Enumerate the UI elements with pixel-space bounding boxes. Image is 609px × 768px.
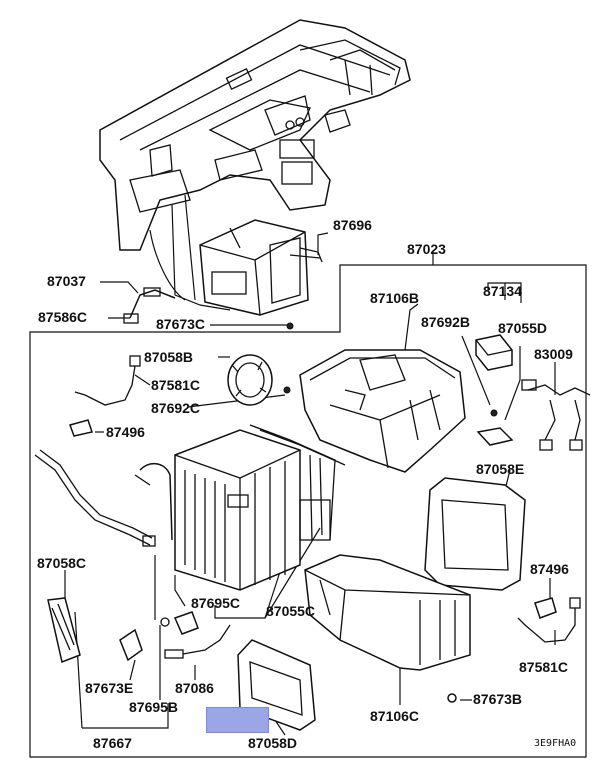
label-87058E: 87058E [476,461,525,477]
label-87695B: 87695B [129,699,179,715]
part-87037-hose [123,287,176,324]
leader-lines [64,232,556,736]
dashboard-illustration [99,19,411,311]
part-87106C-lower-case [304,554,471,671]
label-87055C: 87055C [266,603,316,619]
label-87058C: 87058C [37,555,87,571]
part-87581C-sensor-right [517,597,581,643]
label-87692B: 87692B [421,314,471,330]
part-87496-clip-top [69,419,93,437]
label-87581C-top: 87581C [151,377,201,393]
label-87106C: 87106C [370,708,420,724]
label-87496-right: 87496 [530,561,569,577]
ac-unit-illustration [199,219,323,316]
label-87058B: 87058B [144,349,194,365]
part-87106B-upper-case [299,349,466,473]
part-87086-sensor [164,624,231,659]
label-87696: 87696 [333,217,372,233]
label-87023: 87023 [407,241,446,257]
label-87673E: 87673E [85,680,134,696]
part-87134-relay [475,334,513,371]
highlight-box [206,707,269,733]
part-87058E-frame-seal [424,477,526,591]
part-87058B-seal [227,354,273,406]
diagram-code: 3E9FHA0 [534,738,577,749]
label-87692C: 87692C [151,400,201,416]
part-87058C-pad [47,597,81,664]
label-83009: 83009 [534,346,573,362]
label-87058D: 87058D [248,735,298,751]
part-87581C-sensor-top [74,355,141,406]
label-87581C-right: 87581C [519,659,569,675]
refrigerant-pipe [34,449,156,547]
screw-87673C [286,322,294,330]
part-87673E-clip [119,628,143,662]
assembly-bracket [29,252,587,758]
label-87086: 87086 [175,680,214,696]
part-83009-harness [521,379,591,451]
evaporator-core [134,424,346,591]
label-87695C: 87695C [191,595,241,611]
label-87673C: 87673C [156,316,206,332]
part-87055D-bracket [476,409,514,446]
label-87496-top: 87496 [106,424,145,440]
part-87695C-valve [160,611,199,635]
screw-87692C [283,386,291,394]
label-87037: 87037 [47,273,86,289]
label-87106B: 87106B [370,290,420,306]
label-87586C: 87586C [38,309,88,325]
part-87496-clip-right [534,597,557,619]
label-87667: 87667 [93,735,132,751]
label-87673B: 87673B [473,691,523,707]
clip-87673B [447,693,457,703]
label-87055D: 87055D [498,320,548,336]
label-87134: 87134 [483,283,522,299]
